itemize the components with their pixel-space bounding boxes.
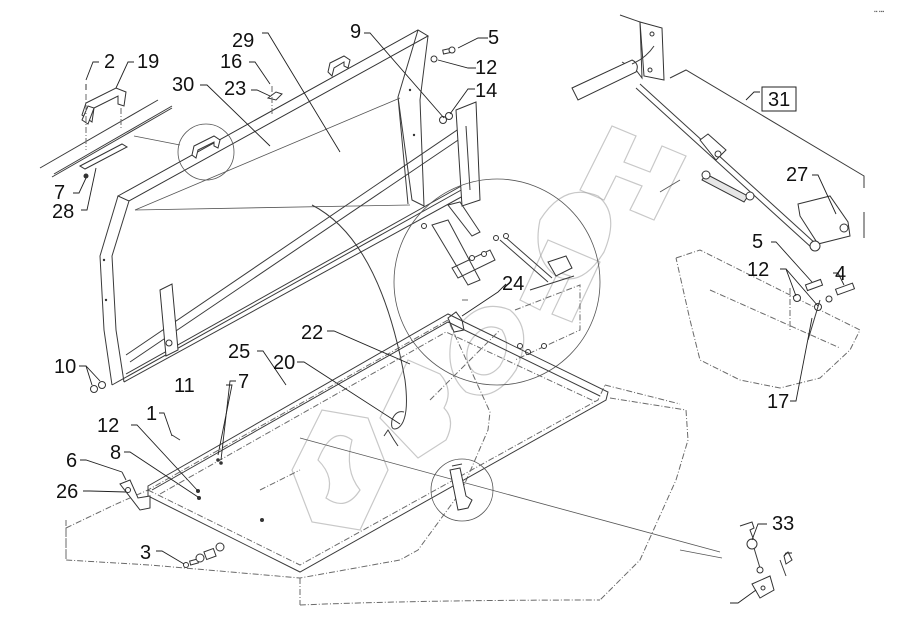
callout-18: 20 <box>273 352 295 374</box>
callout-25: 27 <box>786 164 808 186</box>
linkage-detail-23 <box>393 178 601 386</box>
callout-9: 9 <box>350 21 361 43</box>
callout-2: 2 <box>104 51 115 73</box>
callout-7-mid: 7 <box>238 371 249 393</box>
corner-mark: ▪▪ ▪▪▪ <box>874 9 884 15</box>
callout-12-left: 12 <box>97 415 119 437</box>
callout-26: 28 <box>52 201 74 223</box>
callout-12-right: 12 <box>747 259 769 281</box>
callout-11: 11 <box>174 375 195 397</box>
callout-29: 31 <box>768 89 790 111</box>
watermark <box>291 125 687 531</box>
strip-26 <box>78 143 129 170</box>
hopper-body <box>65 313 721 606</box>
washer-10a <box>90 385 98 393</box>
callout-23: 24 <box>502 273 524 295</box>
callout-24: 26 <box>56 481 78 503</box>
handle-detail <box>39 84 181 179</box>
callout-22: 25 <box>228 341 250 363</box>
right-bracket <box>675 249 861 389</box>
callout-3: 3 <box>140 542 151 564</box>
callout-12-top: 12 <box>475 57 497 79</box>
callout-1: 1 <box>146 403 157 425</box>
washer-10b <box>98 381 106 389</box>
callout-10: 10 <box>54 356 76 378</box>
callout-5-right: 5 <box>752 231 763 253</box>
callout-17: 19 <box>137 51 159 73</box>
callouts: 2 19 7 28 30 29 16 23 9 5 12 14 10 11 7 … <box>52 21 846 564</box>
callout-8: 8 <box>110 442 121 464</box>
callout-7: 7 <box>54 182 65 204</box>
callout-28: 30 <box>172 74 194 96</box>
leader-lines <box>73 32 845 604</box>
callout-20: 23 <box>224 78 246 100</box>
cable-19 <box>311 204 407 430</box>
lever-assembly-29 <box>571 14 865 252</box>
handle-17 <box>81 87 127 123</box>
callout-27: 29 <box>232 30 254 52</box>
callout-4: 4 <box>835 263 846 285</box>
callout-29-box <box>761 86 797 112</box>
callout-14: 16 <box>220 51 242 73</box>
callout-16: 17 <box>767 391 789 413</box>
callout-5-top: 5 <box>488 27 499 49</box>
callout-19: 22 <box>301 322 323 344</box>
callout-6: 6 <box>66 450 77 472</box>
callout-13: 14 <box>475 80 497 102</box>
watermark-logo <box>291 409 389 531</box>
nut-7 <box>83 173 89 179</box>
hopper-lid <box>90 29 481 393</box>
callout-30: 33 <box>772 513 794 535</box>
latch-parts <box>679 521 793 599</box>
